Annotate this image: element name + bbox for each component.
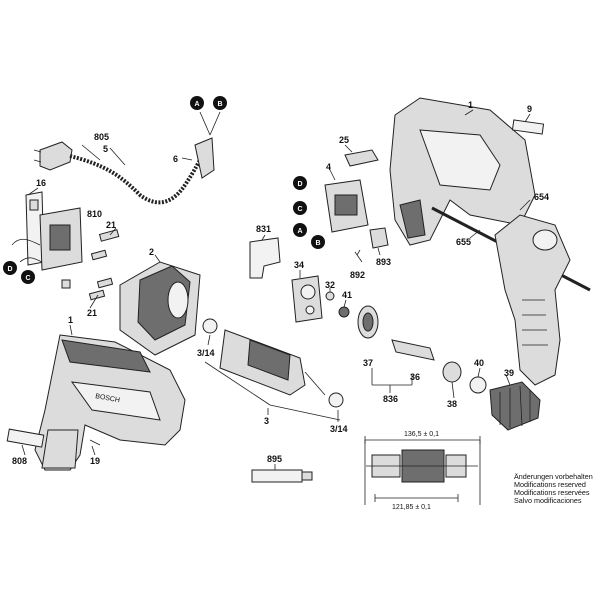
label-895: 895: [267, 454, 282, 464]
switch-assembly: [11, 191, 83, 289]
note-de: Änderungen vorbehalten: [514, 472, 593, 481]
label-39: 39: [504, 368, 514, 378]
marker-a-top: A: [190, 96, 204, 110]
label-808: 808: [12, 456, 27, 466]
label-32: 32: [325, 280, 335, 290]
svg-text:A: A: [297, 228, 302, 235]
label-38: 38: [447, 399, 457, 409]
label-9: 9: [527, 104, 532, 114]
grease-tube: [251, 469, 313, 483]
marker-b-switch: B: [311, 235, 325, 249]
label-6: 6: [173, 154, 178, 164]
gear-spindle: [357, 305, 487, 394]
screw-892: [354, 251, 363, 263]
label-41: 41: [342, 290, 352, 300]
housing-top: [389, 97, 536, 246]
switch-module: [324, 149, 389, 249]
label-40: 40: [474, 358, 484, 368]
leader-lines: [21, 109, 531, 470]
svg-text:C: C: [25, 275, 30, 282]
label-831: 831: [256, 224, 271, 234]
svg-text:B: B: [217, 101, 222, 108]
dimension-bottom: 121,85 ± 0,1: [392, 504, 431, 511]
armature: [202, 318, 344, 408]
label-805: 805: [94, 132, 109, 142]
marker-b-top: B: [213, 96, 227, 110]
label-5: 5: [103, 144, 108, 154]
armature-dimension-drawing: [364, 436, 481, 505]
field-stator: [119, 261, 201, 356]
label-37: 37: [363, 358, 373, 368]
cord-lead-a: [199, 111, 211, 136]
label-25: 25: [339, 135, 349, 145]
power-cord: [33, 137, 215, 205]
svg-text:B: B: [315, 240, 320, 247]
label-1-bottom: 1: [68, 315, 73, 325]
label-892: 892: [350, 270, 365, 280]
marker-d-switch: D: [293, 176, 307, 190]
label-21-bottom: 21: [87, 308, 97, 318]
label-655: 655: [456, 237, 471, 247]
svg-text:D: D: [297, 181, 302, 188]
carbon-brushes: [88, 229, 120, 301]
marker-d-left: D: [3, 261, 17, 275]
label-3-14-left: 3/14: [197, 348, 215, 358]
cord-lead-b: [209, 111, 221, 136]
label-893: 893: [376, 257, 391, 267]
note-es: Salvo modificaciones: [514, 496, 582, 505]
label-34: 34: [294, 260, 304, 270]
note-en: Modifications reserved: [514, 480, 586, 489]
part-808-plate: [6, 428, 45, 448]
svg-text:C: C: [297, 206, 302, 213]
label-19: 19: [90, 456, 100, 466]
gear-cover: [249, 237, 350, 323]
svg-text:D: D: [7, 266, 12, 273]
label-16: 16: [36, 178, 46, 188]
keyless-chuck: [489, 381, 541, 431]
label-810: 810: [87, 209, 102, 219]
label-654: 654: [534, 192, 549, 202]
dimension-top: 136,5 ± 0,1: [404, 431, 439, 438]
brand-logo-text: BOSCH: [95, 393, 121, 404]
label-836: 836: [383, 394, 398, 404]
part-9-plate: [511, 119, 545, 135]
marker-c-left: C: [21, 270, 35, 284]
label-3-14-right: 3/14: [330, 424, 348, 434]
label-21-top: 21: [106, 220, 116, 230]
marker-a-switch: A: [293, 223, 307, 237]
label-3: 3: [264, 416, 269, 426]
label-4: 4: [326, 162, 331, 172]
label-1-top: 1: [468, 100, 473, 110]
note-fr: Modifications reservées: [514, 488, 590, 497]
assembled-drill: [34, 334, 186, 471]
svg-text:A: A: [194, 101, 199, 108]
label-2: 2: [149, 247, 154, 257]
marker-c-switch: C: [293, 201, 307, 215]
label-36: 36: [410, 372, 420, 382]
auxiliary-handle: [431, 206, 591, 386]
